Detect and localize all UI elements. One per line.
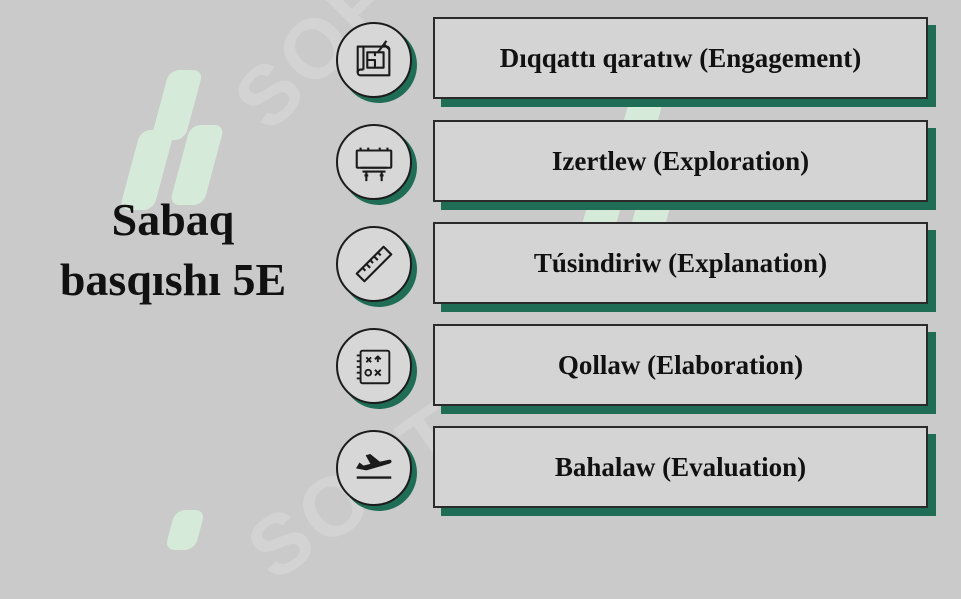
stage-2-icon-circle xyxy=(336,124,412,200)
stage-5-label: Bahalaw (Evaluation) xyxy=(554,451,807,482)
stage-5-icon-circle xyxy=(336,430,412,506)
stage-4-icon-circle xyxy=(336,328,412,404)
stage-1-icon-circle xyxy=(336,22,412,98)
stage-3-box: Túsindiriw (Explanation) xyxy=(433,222,928,304)
stage-1-box: Dıqqattı qaratıw (Engagement) xyxy=(433,17,928,99)
stage-3-icon-circle xyxy=(336,226,412,302)
title-line-1: Sabaq xyxy=(111,194,235,245)
stage-2-box: Izertlew (Exploration) xyxy=(433,120,928,202)
diagram-title: Sabaq basqıshı 5E xyxy=(28,190,318,310)
blueprint-icon xyxy=(356,40,391,77)
stage-4-label: Qollaw (Elaboration) xyxy=(557,349,804,380)
stages-list: Dıqqattı qaratıw (Engagement) Izertlew (… xyxy=(336,17,928,508)
ruler-icon xyxy=(355,245,393,283)
stage-3-label: Túsindiriw (Explanation) xyxy=(533,247,828,278)
stage-5-box: Bahalaw (Evaluation) xyxy=(433,426,928,508)
math-notepad-icon xyxy=(356,349,391,385)
stage-4-box: Qollaw (Elaboration) xyxy=(433,324,928,406)
airplane-takeoff-icon xyxy=(355,454,392,479)
billboard-icon xyxy=(355,147,393,182)
title-line-2: basqıshı 5E xyxy=(59,254,287,305)
stage-1-label: Dıqqattı qaratıw (Engagement) xyxy=(499,42,862,73)
stage-2-label: Izertlew (Exploration) xyxy=(551,145,810,176)
